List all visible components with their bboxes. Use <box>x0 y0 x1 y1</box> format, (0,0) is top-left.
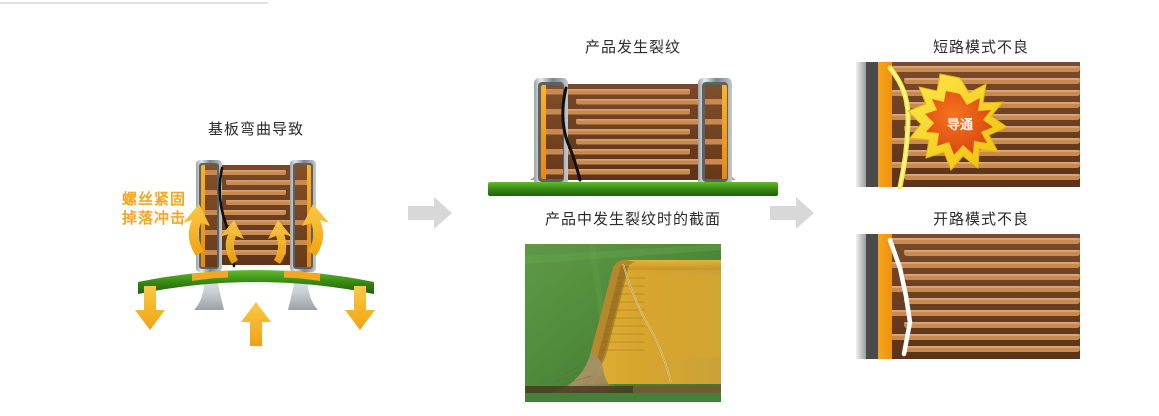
termination-right <box>290 160 316 272</box>
panel-photo-caption: 产品中发生裂纹时的截面 <box>544 211 721 228</box>
force-arrow-down-right <box>345 286 375 330</box>
cross-section-image <box>525 244 721 402</box>
panel-product-crack: 产品发生裂纹 <box>488 36 778 201</box>
outer-plating <box>856 234 866 359</box>
short-mode-illustration: 导通 <box>856 62 1080 190</box>
bend-arrow-inner-left <box>220 220 244 264</box>
stress-label-line-2: 掉落冲击 <box>121 210 186 227</box>
panel-cross-section-photo: 产品中发生裂纹时的截面 <box>488 208 778 408</box>
micrograph <box>525 244 721 402</box>
crack-line <box>887 237 913 357</box>
open-mode-illustration <box>856 234 1080 359</box>
panel-short-caption: 短路模式不良 <box>932 39 1029 56</box>
bend-arrow-inner-right <box>268 220 292 264</box>
termination-right <box>698 78 732 186</box>
termination-layer <box>878 234 892 359</box>
panel-open-caption: 开路模式不良 <box>932 211 1029 228</box>
pcb-line <box>525 386 721 393</box>
nickel-layer <box>866 234 878 359</box>
crack-illustration <box>488 78 778 196</box>
panel-crack-caption: 产品发生裂纹 <box>584 39 681 56</box>
outer-plating <box>856 62 866 187</box>
stress-label: 螺丝紧固 掉落冲击 <box>102 190 206 228</box>
termination-left <box>534 78 568 186</box>
bend-arrow-right <box>302 204 329 256</box>
crack-line <box>561 86 582 182</box>
badge-label: 导通 <box>947 117 973 132</box>
flow-arrow-1 <box>408 197 452 229</box>
bend-arrow-left <box>183 204 210 256</box>
force-arrow-down-left <box>135 286 165 330</box>
pcb-pad-right <box>284 270 320 281</box>
pcb-board <box>138 270 374 294</box>
termination-layer <box>878 62 892 187</box>
force-arrow-up-center <box>241 302 271 346</box>
mlcc-body <box>558 84 708 180</box>
top-divider-rule <box>0 2 268 4</box>
solder-fillet-right <box>288 266 318 310</box>
solder-fillet-left <box>194 266 224 310</box>
panel-short-mode: 短路模式不良 <box>856 36 1106 196</box>
bend-illustration <box>135 160 375 346</box>
conduction-badge <box>907 73 1009 171</box>
nickel-layer <box>866 62 878 187</box>
flow-arrow-2 <box>770 197 814 229</box>
panel-bend-caption: 基板弯曲导致 <box>207 121 304 138</box>
panel-open-mode: 开路模式不良 <box>856 208 1106 408</box>
panel-board-bending: 基板弯曲导致 螺丝紧固 掉落冲击 <box>96 118 416 346</box>
termination-left <box>196 160 222 272</box>
pcb-board <box>488 182 778 196</box>
stress-label-line-1: 螺丝紧固 <box>121 191 186 208</box>
pcb-pad-left <box>192 270 228 281</box>
